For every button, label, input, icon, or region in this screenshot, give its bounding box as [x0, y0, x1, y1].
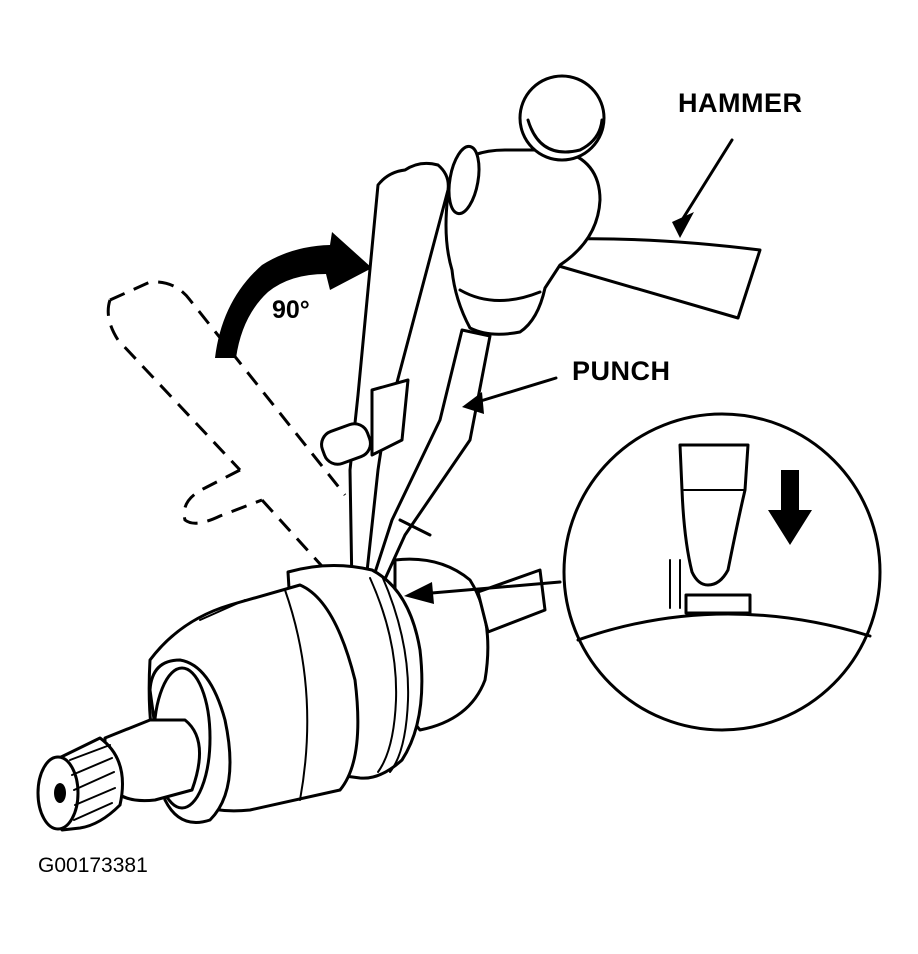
angle-label: 90°	[272, 296, 310, 324]
punch-tool	[320, 161, 492, 592]
dashed-punch-start-position	[106, 280, 347, 577]
down-arrow-icon	[768, 470, 812, 545]
leader-lines	[404, 138, 734, 604]
detail-circle	[562, 412, 882, 732]
figure-id: G00173381	[38, 854, 148, 877]
punch-label: PUNCH	[572, 356, 671, 386]
rotation-arrow	[215, 232, 372, 358]
hammer	[444, 74, 762, 336]
hammer-label: HAMMER	[678, 88, 803, 118]
cv-joint	[36, 557, 547, 832]
